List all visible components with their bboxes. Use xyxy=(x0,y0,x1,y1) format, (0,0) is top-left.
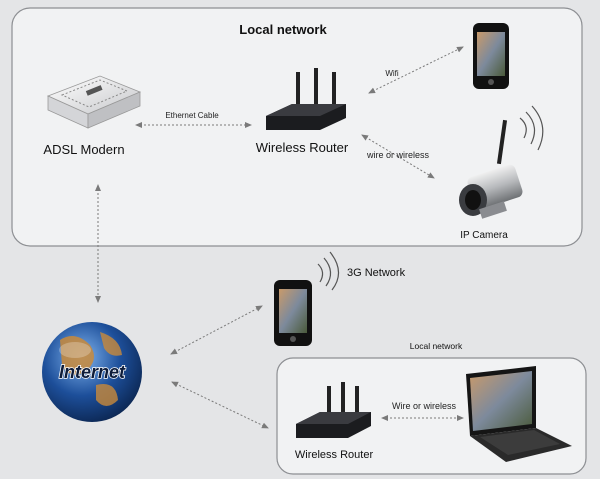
internet-label: Internet xyxy=(59,362,126,382)
internet-local-network-arrow xyxy=(171,381,269,429)
wifi-arrow xyxy=(368,46,464,94)
internet-3g-arrow xyxy=(170,305,263,355)
smartphone-icon xyxy=(473,23,509,89)
smartphone-icon-3g xyxy=(274,280,312,346)
wire-or-wireless-label-top: wire or wireless xyxy=(366,150,430,160)
router-label-bottom: Wireless Router xyxy=(295,449,374,461)
signal-waves-icon-3g xyxy=(317,251,340,291)
ip-camera-icon xyxy=(459,119,523,219)
adsl-modem-label: ADSL Modern xyxy=(43,142,124,157)
signal-waves-icon xyxy=(519,105,544,151)
local-network-title: Local network xyxy=(239,22,327,37)
wire-or-wireless-arrow-top xyxy=(361,134,435,179)
globe-icon xyxy=(42,322,142,422)
adsl-modem-icon xyxy=(46,75,142,129)
router-icon-bottom xyxy=(296,382,371,438)
3g-network-label: 3G Network xyxy=(347,267,406,279)
ip-camera-label: IP Camera xyxy=(460,230,508,241)
router-icon xyxy=(266,68,346,130)
local-network-bottom-title: Local network xyxy=(410,341,463,351)
wifi-label: Wifi xyxy=(385,69,399,78)
wire-or-wireless-label-bottom: Wire or wireless xyxy=(392,401,457,411)
ethernet-cable-label: Ethernet Cable xyxy=(165,111,219,120)
laptop-icon xyxy=(466,366,572,462)
router-label-top: Wireless Router xyxy=(256,140,349,155)
